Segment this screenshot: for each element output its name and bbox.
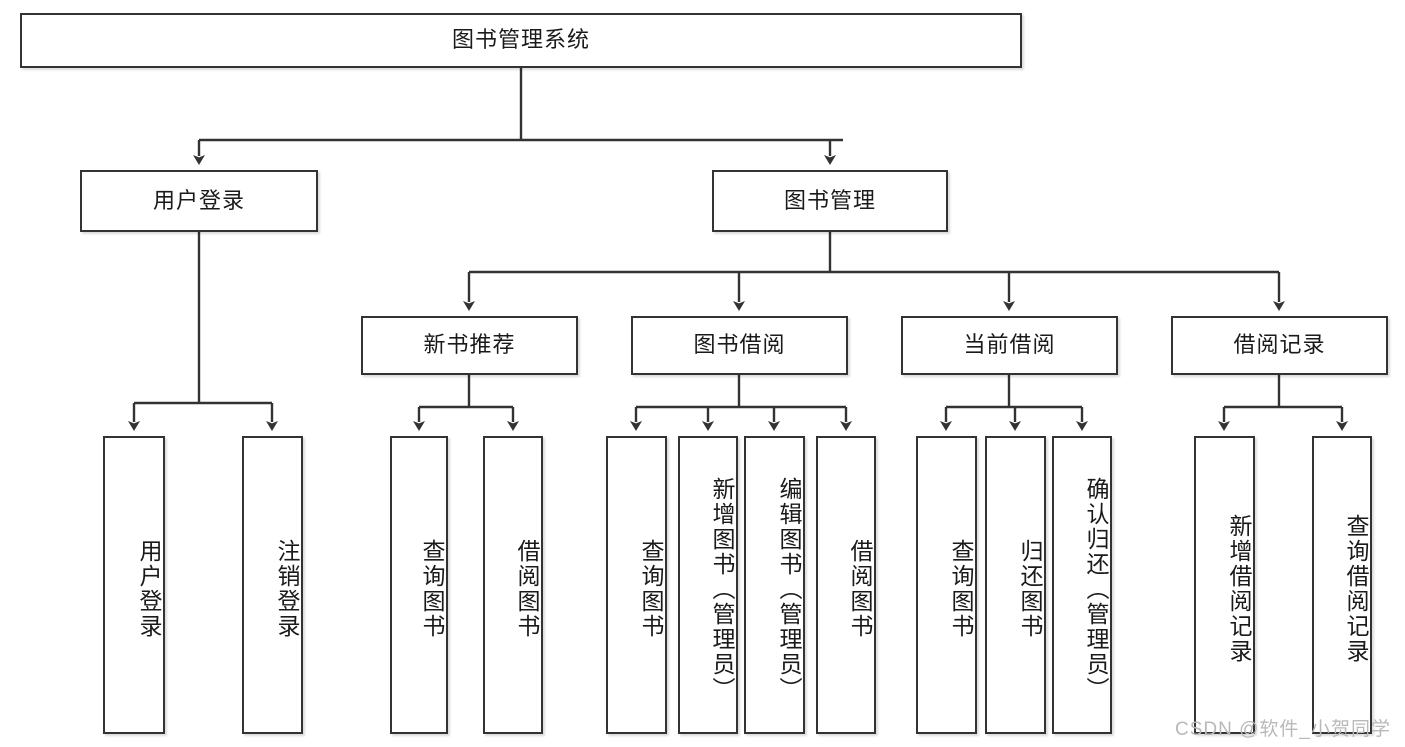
node-leaf-borrow-book-1[interactable]: 借阅图书 [483, 436, 543, 734]
node-leaf-edit-book-label: 编辑图书（管理员） [776, 476, 802, 702]
node-leaf-edit-book[interactable]: 编辑图书（管理员） [744, 436, 805, 734]
node-leaf-return-book[interactable]: 归还图书 [985, 436, 1046, 734]
node-leaf-query-book-3-label: 查询图书 [948, 539, 974, 639]
node-current-borrow-label: 当前借阅 [963, 332, 1056, 358]
node-leaf-borrow-book-2-label: 借阅图书 [847, 539, 873, 639]
watermark: CSDN @软件_小贺同学 [1175, 719, 1391, 740]
node-user-login-label: 用户登录 [152, 187, 245, 213]
node-user-login[interactable]: 用户登录 [80, 170, 318, 232]
node-leaf-query-record-label: 查询借阅记录 [1343, 514, 1369, 664]
node-new-book-rec-label: 新书推荐 [423, 332, 516, 358]
node-leaf-add-book[interactable]: 新增图书（管理员） [678, 436, 738, 734]
node-leaf-logout-label: 注销登录 [274, 539, 300, 639]
node-leaf-confirm-return[interactable]: 确认归还（管理员） [1052, 436, 1112, 734]
node-book-borrow[interactable]: 图书借阅 [631, 316, 848, 375]
node-leaf-query-book-2[interactable]: 查询图书 [606, 436, 667, 734]
node-root[interactable]: 图书管理系统 [20, 13, 1022, 68]
node-leaf-query-book-1[interactable]: 查询图书 [390, 436, 448, 734]
node-leaf-add-book-label: 新增图书（管理员） [709, 476, 735, 702]
node-book-manage[interactable]: 图书管理 [712, 170, 948, 232]
node-leaf-add-record[interactable]: 新增借阅记录 [1194, 436, 1255, 734]
node-root-label: 图书管理系统 [451, 27, 590, 53]
node-book-manage-label: 图书管理 [783, 187, 876, 213]
node-leaf-add-record-label: 新增借阅记录 [1226, 514, 1252, 664]
node-leaf-query-record[interactable]: 查询借阅记录 [1312, 436, 1372, 734]
node-leaf-logout[interactable]: 注销登录 [242, 436, 303, 734]
node-leaf-confirm-return-label: 确认归还（管理员） [1083, 476, 1109, 702]
node-leaf-query-book-3[interactable]: 查询图书 [916, 436, 977, 734]
node-leaf-user-login-label: 用户登录 [136, 539, 162, 639]
node-borrow-record[interactable]: 借阅记录 [1171, 316, 1388, 375]
node-leaf-query-book-1-label: 查询图书 [419, 539, 445, 639]
node-borrow-record-label: 借阅记录 [1233, 332, 1326, 358]
node-leaf-query-book-2-label: 查询图书 [638, 539, 664, 639]
node-current-borrow[interactable]: 当前借阅 [901, 316, 1118, 375]
node-leaf-borrow-book-2[interactable]: 借阅图书 [816, 436, 876, 734]
node-new-book-rec[interactable]: 新书推荐 [361, 316, 578, 375]
node-leaf-borrow-book-1-label: 借阅图书 [514, 539, 540, 639]
node-leaf-return-book-label: 归还图书 [1017, 539, 1043, 639]
node-leaf-user-login[interactable]: 用户登录 [103, 436, 165, 734]
node-book-borrow-label: 图书借阅 [693, 332, 786, 358]
